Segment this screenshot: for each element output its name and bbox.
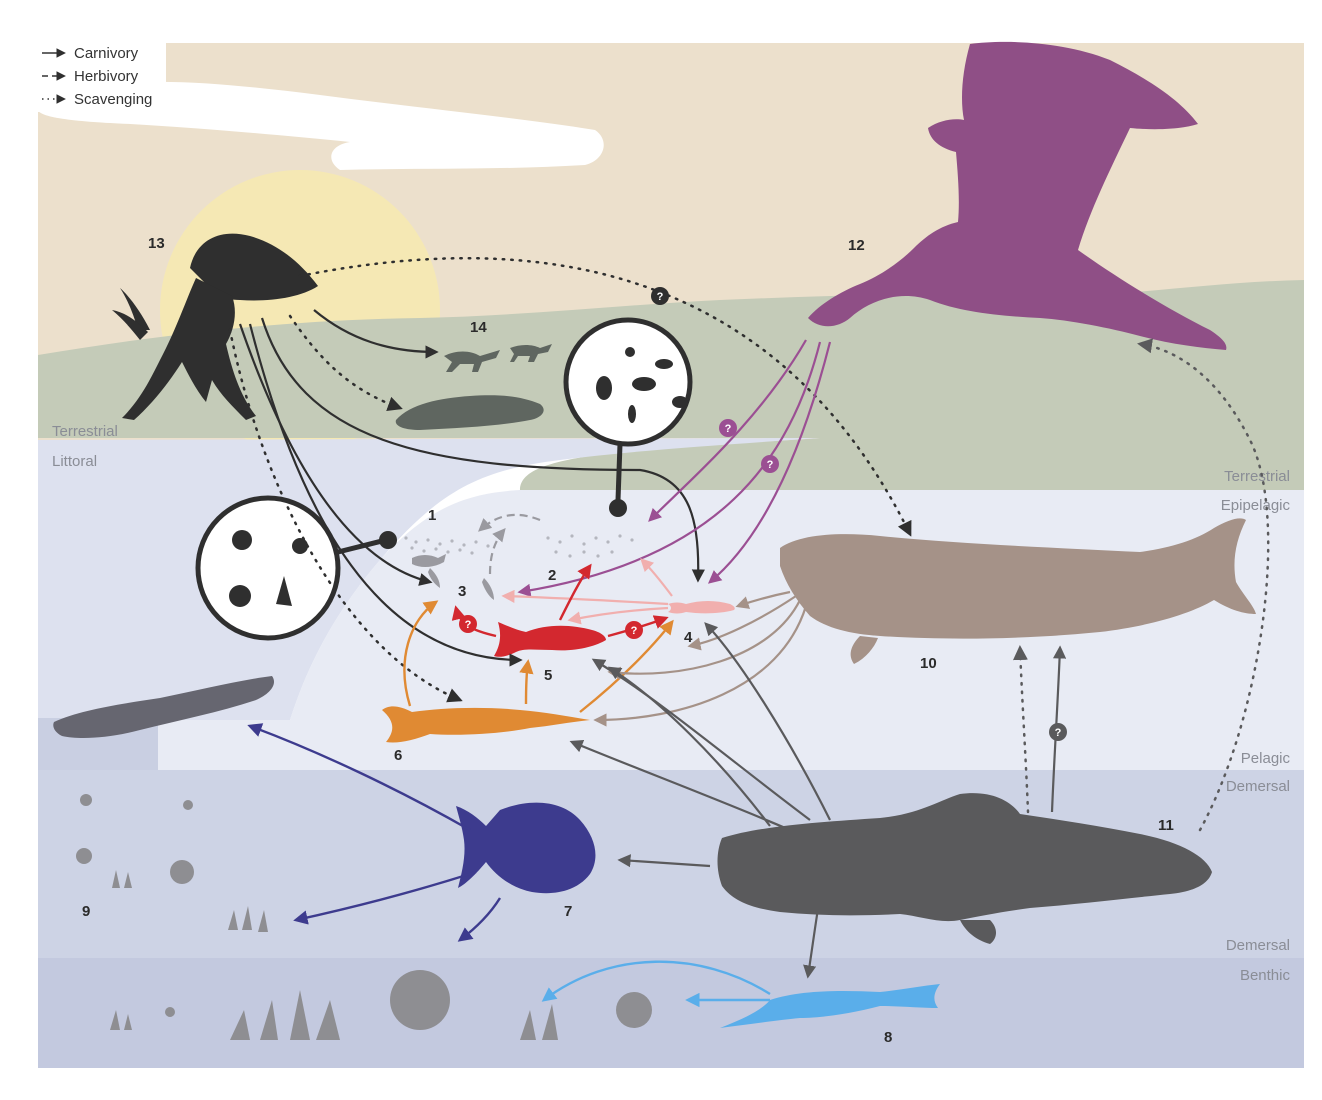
taxon-label-1: 1 — [428, 507, 436, 524]
svg-text:?: ? — [1055, 727, 1062, 739]
taxon-label-6: 6 — [394, 747, 402, 764]
svg-text:?: ? — [725, 423, 732, 435]
taxon-label-13: 13 — [148, 235, 165, 252]
taxon-label-9: 9 — [82, 903, 90, 920]
uncertain-marker-12-4: ? — [761, 455, 779, 473]
taxon-label-4: 4 — [684, 629, 693, 646]
taxon-label-14: 14 — [470, 319, 487, 336]
zone-label-demersal-bottom: Demersal — [1226, 937, 1290, 954]
taxon-4-silhouette — [668, 601, 735, 614]
legend-herbivory-label: Herbivory — [74, 68, 139, 85]
benthic-zone — [38, 958, 1304, 1068]
taxon-label-5: 5 — [544, 667, 552, 684]
taxon-label-12: 12 — [848, 237, 865, 254]
uncertain-marker-12-2: ? — [719, 419, 737, 437]
zone-label-littoral: Littoral — [52, 453, 97, 470]
taxon-label-8: 8 — [884, 1029, 892, 1046]
svg-text:?: ? — [767, 459, 774, 471]
taxon-label-2: 2 — [548, 567, 556, 584]
zone-label-benthic: Benthic — [1240, 967, 1291, 984]
svg-text:?: ? — [465, 619, 472, 631]
taxon-label-10: 10 — [920, 655, 937, 672]
uncertain-marker-11-10: ? — [1049, 723, 1067, 741]
taxon-label-7: 7 — [564, 903, 572, 920]
taxon-label-3: 3 — [458, 583, 466, 600]
legend-scavenging-label: Scavenging — [74, 91, 152, 108]
uncertain-marker-5-4: ? — [625, 621, 643, 639]
zone-label-epipelagic: Epipelagic — [1221, 497, 1291, 514]
zone-label-terrestrial-right: Terrestrial — [1224, 468, 1290, 485]
zone-label-pelagic: Pelagic — [1241, 750, 1291, 767]
uncertain-marker-13-10: ? — [651, 287, 669, 305]
svg-text:?: ? — [657, 291, 664, 303]
zone-label-terrestrial-left: Terrestrial — [52, 423, 118, 440]
legend: Carnivory Herbivory Scavenging — [36, 40, 166, 112]
uncertain-marker-5-3: ? — [459, 615, 477, 633]
taxon-label-11: 11 — [1158, 817, 1174, 834]
svg-text:?: ? — [631, 625, 638, 637]
zone-label-demersal-top: Demersal — [1226, 778, 1290, 795]
legend-carnivory-label: Carnivory — [74, 45, 139, 62]
